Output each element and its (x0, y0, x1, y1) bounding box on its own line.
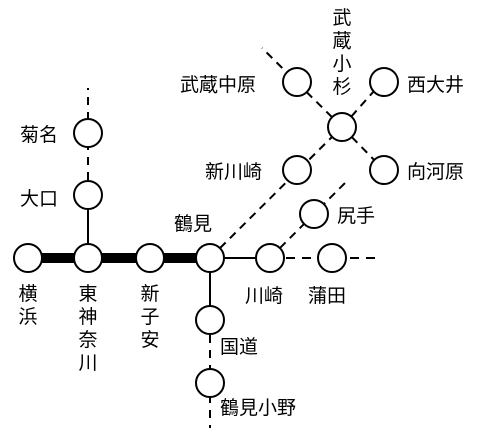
station-marker-shinkawasaki[interactable] (282, 155, 312, 185)
station-label-tsurumi: 鶴見 (174, 213, 212, 235)
line-musashikosugi-nishioi-dashed (341, 81, 383, 128)
station-label-kokudo: 国道 (220, 336, 258, 358)
station-marker-kokudo[interactable] (195, 305, 225, 335)
station-label-musashikosugi: 武蔵小杉 (332, 7, 351, 98)
track-lines (28, 47, 385, 428)
station-marker-higashikanagawa[interactable] (73, 243, 103, 273)
station-marker-kikuna[interactable] (73, 118, 103, 148)
station-marker-mukaigawara[interactable] (369, 155, 399, 185)
station-marker-kamata[interactable] (317, 243, 347, 273)
station-label-nishioi: 西大井 (407, 74, 464, 96)
station-label-mukaigawara: 向河原 (407, 161, 464, 183)
station-label-shinkawasaki: 新川崎 (205, 161, 262, 183)
station-label-kamata: 蒲田 (308, 285, 346, 307)
station-label-kikuna: 菊名 (20, 124, 58, 146)
station-marker-oguchi[interactable] (73, 180, 103, 210)
station-marker-yokohama[interactable] (13, 243, 43, 273)
station-label-oguchi: 大口 (20, 188, 58, 210)
station-marker-kawasaki[interactable] (255, 243, 285, 273)
station-marker-tsurumi[interactable] (195, 243, 225, 273)
station-label-kawasaki: 川崎 (245, 285, 283, 307)
station-label-tsurumiono: 鶴見小野 (220, 397, 296, 419)
station-label-musashinakahara: 武蔵中原 (180, 74, 256, 96)
line-musashikosugi-mukaigawara-dashed (341, 126, 385, 171)
station-label-shiride: 尻手 (337, 205, 375, 227)
station-marker-shiride[interactable] (299, 199, 329, 229)
station-marker-musashikosugi[interactable] (327, 112, 357, 142)
station-label-yokohama: 横浜 (18, 283, 37, 328)
line-kawasaki-shiride-dashed (269, 179, 349, 259)
station-markers (13, 67, 399, 398)
station-marker-nishioi[interactable] (369, 67, 399, 97)
station-label-higashikanagawa: 東神奈川 (78, 283, 97, 374)
station-marker-shinkoyasu[interactable] (135, 243, 165, 273)
station-labels: 横浜 東神奈川 新子安 武蔵小杉 菊名 大口 鶴見 新川崎 武蔵中原 西大井 向… (18, 7, 464, 419)
station-marker-tsurumiono[interactable] (195, 368, 225, 398)
station-marker-musashinakahara[interactable] (282, 67, 312, 97)
station-label-shinkoyasu: 新子安 (140, 283, 159, 351)
line-tsurumi-musashikosugi-dashed (209, 126, 343, 259)
